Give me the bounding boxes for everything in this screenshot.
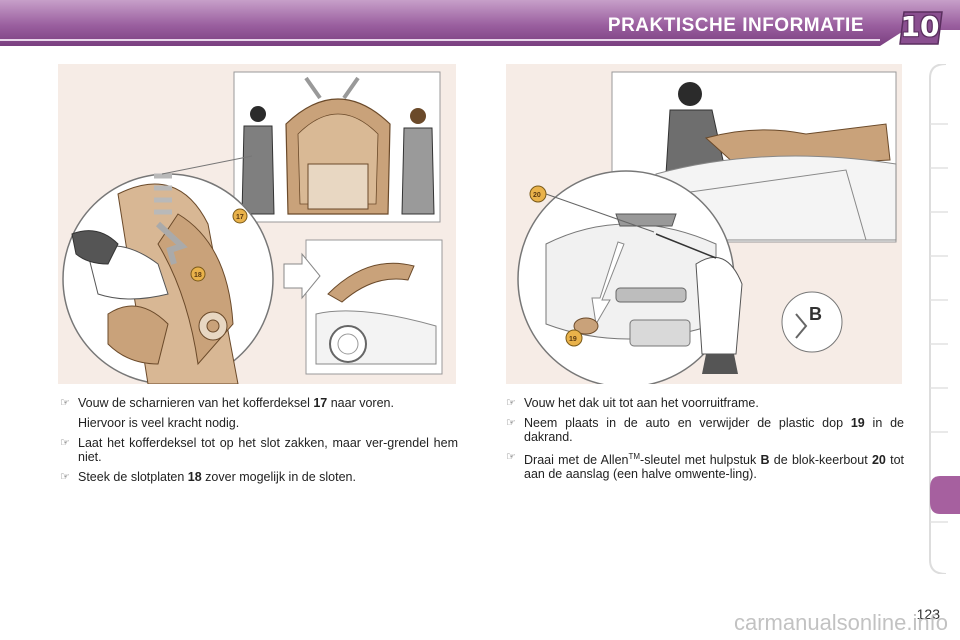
right-text-column: ☞ Vouw het dak uit tot aan het voorruitf… bbox=[504, 396, 904, 487]
pointer-hand-icon: ☞ bbox=[506, 397, 516, 409]
label-17: 17 bbox=[236, 214, 244, 221]
active-chapter-tab bbox=[930, 476, 960, 514]
instruction-text: tot aan de aanslag (een halve omwente-li… bbox=[524, 453, 904, 482]
instruction-item: ☞ Draai met de AllenTM-sleutel met hulps… bbox=[504, 450, 904, 481]
instruction-note: Hiervoor is veel kracht nodig. bbox=[58, 416, 458, 430]
instruction-item: ☞ Vouw het dak uit tot aan het voorruitf… bbox=[504, 396, 904, 410]
page-number: 123 bbox=[916, 606, 940, 622]
instruction-text: zover mogelijk in de sloten. bbox=[201, 470, 356, 484]
instruction-text: naar voren. bbox=[327, 396, 394, 410]
pointer-hand-icon: ☞ bbox=[60, 471, 70, 483]
page-title: PRAKTISCHE INFORMATIE bbox=[607, 15, 864, 36]
page-header: PRAKTISCHE INFORMATIE 10 bbox=[0, 0, 960, 46]
instruction-text: Draai met de Allen bbox=[524, 453, 629, 468]
instruction-item: ☞ Neem plaats in de auto en verwijder de… bbox=[504, 416, 904, 444]
chapter-number: 10 bbox=[900, 10, 940, 43]
left-text-column: ☞ Vouw de scharnieren van het kofferdeks… bbox=[58, 396, 458, 490]
instruction-item: ☞ Laat het kofferdeksel tot op het slot … bbox=[58, 436, 458, 464]
roof-fold-drawing: B 20 19 bbox=[517, 71, 897, 384]
pointer-hand-icon: ☞ bbox=[60, 437, 70, 449]
chapter-tabs bbox=[926, 63, 960, 575]
instruction-text: Steek de slotplaten bbox=[78, 470, 188, 484]
ref-number: 18 bbox=[187, 470, 202, 484]
instruction-text: Vouw het dak uit tot aan het voorruitfra… bbox=[524, 396, 759, 410]
label-B: B bbox=[809, 304, 822, 324]
pointer-hand-icon: ☞ bbox=[506, 451, 516, 463]
label-20: 20 bbox=[533, 192, 541, 199]
right-illustration: B 20 19 bbox=[506, 64, 902, 384]
instruction-text: de blok-keerbout bbox=[769, 453, 872, 468]
trunk-hinges-drawing: 17 18 bbox=[62, 71, 443, 384]
tab-strip bbox=[929, 63, 960, 575]
instruction-item: ☞ Steek de slotplaten 18 zover mogelijk … bbox=[58, 470, 458, 484]
instruction-item: ☞ Vouw de scharnieren van het kofferdeks… bbox=[58, 396, 458, 410]
ref-number: 20 bbox=[871, 453, 886, 468]
instruction-text: in de dakrand. bbox=[524, 416, 904, 444]
label-19: 19 bbox=[569, 336, 577, 343]
chapter-badge bbox=[899, 11, 943, 45]
left-illustration: 17 18 bbox=[58, 64, 456, 384]
trademark-sup: TM bbox=[628, 452, 641, 461]
ref-number: 19 bbox=[850, 416, 865, 430]
instruction-text: Neem plaats in de auto en verwijder de p… bbox=[524, 416, 851, 430]
ref-letter: B bbox=[760, 453, 770, 468]
instruction-text: -sleutel met hulpstuk bbox=[640, 453, 761, 468]
header-band bbox=[0, 0, 960, 46]
instruction-text: Laat het kofferdeksel tot op het slot za… bbox=[78, 436, 458, 464]
instruction-text: Hiervoor is veel kracht nodig. bbox=[78, 416, 240, 430]
instruction-text: Vouw de scharnieren van het kofferdeksel bbox=[78, 396, 314, 410]
pointer-hand-icon: ☞ bbox=[506, 417, 516, 429]
label-18: 18 bbox=[194, 272, 202, 279]
ref-number: 17 bbox=[313, 396, 328, 410]
pointer-hand-icon: ☞ bbox=[60, 397, 70, 409]
watermark: carmanualsonline.info bbox=[733, 610, 948, 635]
